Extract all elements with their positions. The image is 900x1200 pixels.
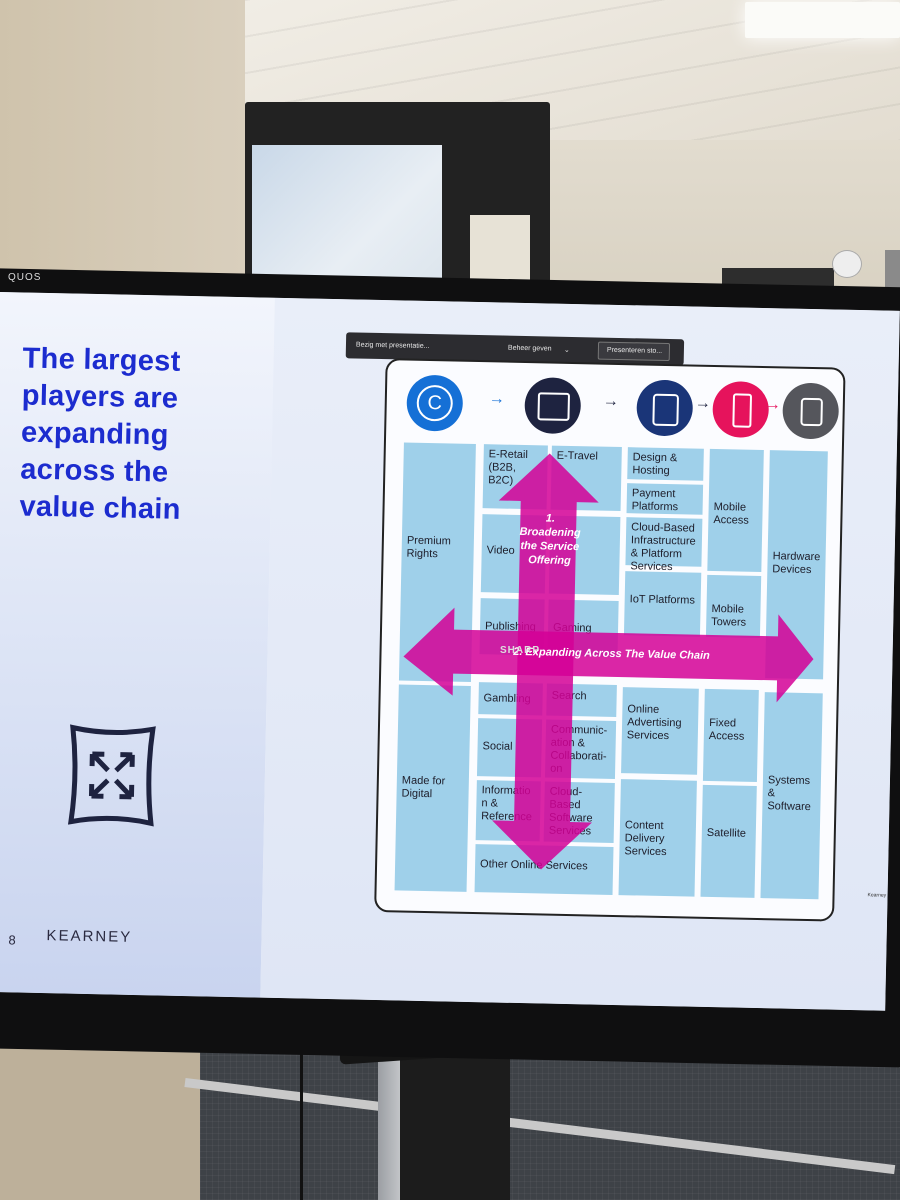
horizontal-arrow-shape <box>403 607 814 703</box>
headline-line: The largest <box>22 342 181 378</box>
stop-presenting-label: Presenteren sto... <box>606 346 663 355</box>
expand-arrows-icon <box>67 724 156 827</box>
tv-brand-label: QUOS <box>8 272 42 283</box>
footer-brand: Kearney <box>867 892 887 899</box>
slide-headline: The largest players are expanding across… <box>19 340 263 530</box>
presenting-status: Bezig met presentatie... <box>355 341 430 351</box>
headline-line: across the <box>19 453 169 489</box>
tv-stand-shadow <box>400 1040 510 1200</box>
kearney-logo: KEARNEY <box>46 927 133 946</box>
tv-cable <box>300 1010 303 1200</box>
headline-line: players are <box>21 379 179 415</box>
security-camera <box>832 250 862 278</box>
sharp-logo: SHARP <box>500 645 541 656</box>
give-control-dropdown[interactable]: Beheer geven <box>507 344 552 353</box>
chevron-down-icon[interactable]: ⌄ <box>563 346 570 354</box>
headline-line: value chain <box>19 490 182 526</box>
page-number: 8 <box>8 932 16 948</box>
value-chain-diagram: C → → → → Premium Rights Made for Digita… <box>374 358 846 922</box>
ceiling-light <box>745 2 900 38</box>
vertical-arrow-label: 1. Broadening the Service Offering <box>511 511 588 569</box>
vertical-label-line: the Service <box>520 539 580 554</box>
stop-presenting-button[interactable]: Presenteren sto... <box>597 341 671 362</box>
headline-line: expanding <box>20 416 170 452</box>
tv-screen: The largest players are expanding across… <box>0 292 900 1011</box>
vertical-label-line: Offering <box>528 554 571 568</box>
expansion-arrows <box>403 453 814 870</box>
